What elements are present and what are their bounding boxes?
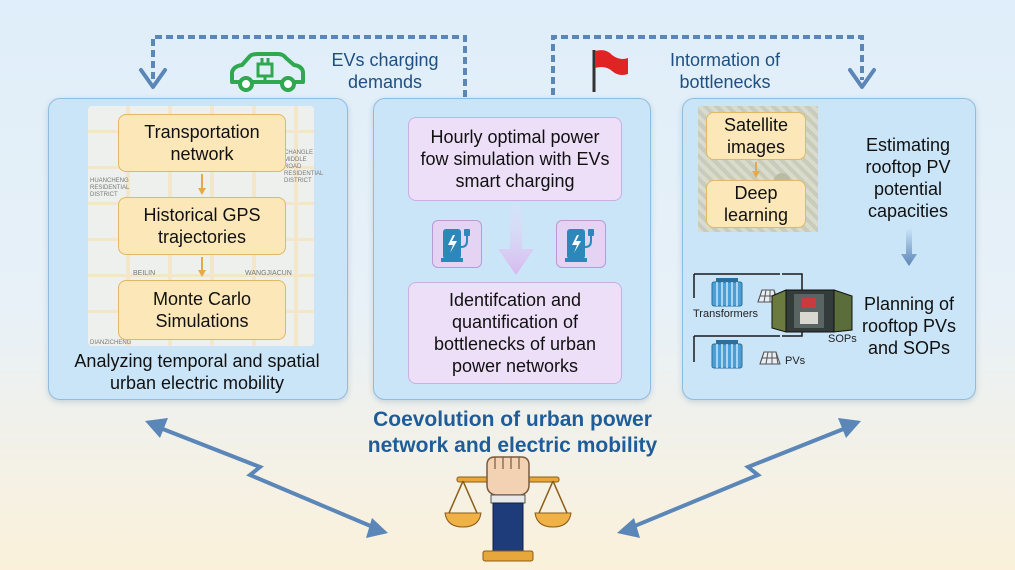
map-label-wangjiacun: WANGJIACUN [245,270,292,277]
right-dashed-connector [551,35,864,95]
ev-car-icon [230,52,305,92]
right-dashed-arrowhead [848,68,876,89]
charging-station-icon-2 [556,220,606,268]
bottleneck-identification-box: Identifcation and quantification of bott… [408,282,622,384]
satellite-images-box: Satellite images [706,112,806,160]
sops-label: SOPs [828,333,857,345]
right-zigzag-head-bottom [617,518,640,538]
transformer-icon [711,278,743,307]
transportation-network-box: Transportation network [118,114,286,172]
monte-carlo-box: Monte Carlo Simulations [118,280,286,340]
map-label-huancheng: HUANCHENG RESIDENTIAL DISTRICT [90,178,130,198]
right-zigzag-head-top [838,418,861,438]
left-dashed-connector [151,35,467,97]
left-zigzag-head-bottom [366,518,388,538]
solar-panel-icon-2 [759,351,781,365]
estimating-pv-text: Estimating rooftop PV potential capaciti… [865,135,951,221]
power-network-sketch [693,273,853,369]
bottleneck-info-label: Intormation of bottlenecks [669,50,781,92]
red-flag-icon [592,50,628,92]
charging-station-icon [432,220,482,268]
map-label-dianzicheng: DIANZICHENG [90,340,132,346]
left-panel-caption: Analyzing temporal and spatial urban ele… [74,351,320,393]
deep-learning-box: Deep learning [706,180,806,228]
middle-down-arrow [498,205,534,275]
sop-cabinet-icon [771,289,853,333]
right-zigzag-arrow [624,422,857,532]
right-down-arrow [901,228,917,266]
power-flow-simulation-box: Hourly optimal power fow simulation with… [408,117,622,201]
gps-trajectories-box: Historical GPS trajectories [118,197,286,255]
map-label-changle: CHANGLE MIDDLE ROAD RESIDENTIAL DISTRICT [284,150,324,184]
left-zigzag-arrow [149,422,381,532]
center-title: Coevolution of urban power network and e… [367,408,658,457]
left-zigzag-head-top [145,418,168,438]
pvs-label: PVs [785,355,806,367]
planning-pv-sop-text: Planning of rooftop PVs and SOPs [861,294,957,358]
balance-scale-icon [444,456,572,562]
transformers-label: Transformers [693,308,758,320]
left-dashed-arrowhead [139,68,167,89]
map-label-beilin: BEILIN [133,270,156,277]
transformer-icon-2 [711,340,743,369]
ev-charging-demands-label: EVs charging demands [331,50,439,92]
